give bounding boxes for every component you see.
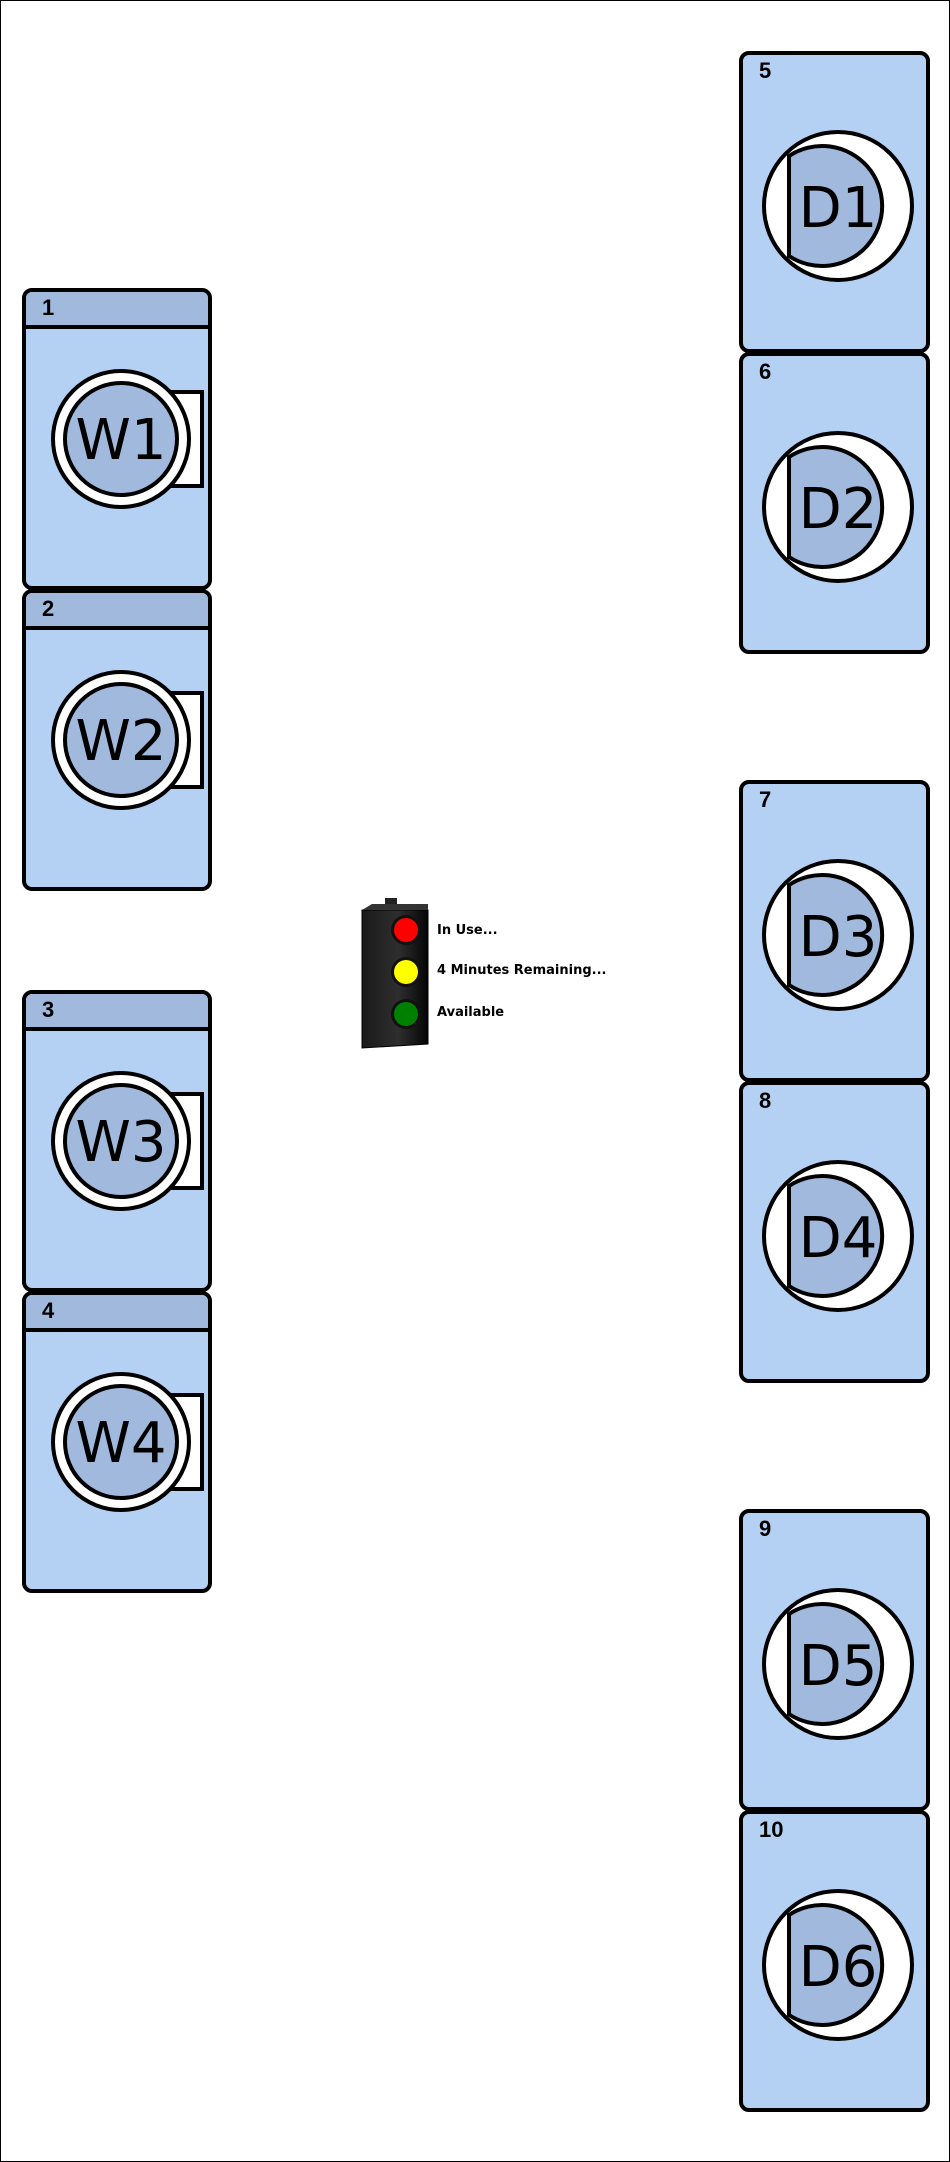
status-legend: In Use... 4 Minutes Remaining... Availab… (350, 896, 630, 1056)
washer-door-icon: W1 (51, 369, 204, 509)
legend-minutes-remaining: 4 Minutes Remaining... (437, 963, 607, 978)
machine-number: 9 (759, 1516, 772, 1541)
dryer-door-icon: D6 (762, 1889, 914, 2041)
dryer-door-icon: D2 (762, 431, 914, 583)
washer-lid (26, 593, 208, 630)
dryer-2[interactable]: 6 D2 (739, 352, 930, 654)
washer-door-icon: W4 (51, 1372, 204, 1512)
dryer-door-icon: D1 (762, 130, 914, 282)
machine-label: W2 (76, 709, 167, 774)
machine-number: 2 (42, 596, 55, 621)
machine-number: 7 (759, 787, 772, 812)
washer-lid (26, 292, 208, 329)
washer-lid (26, 1295, 208, 1332)
machine-label: W4 (76, 1411, 167, 1476)
machine-label: D5 (799, 1634, 878, 1699)
green-light-icon (394, 1002, 418, 1026)
dryer-1[interactable]: 5 D1 (739, 51, 930, 353)
machine-number: 3 (42, 997, 55, 1022)
machine-label: D2 (799, 477, 878, 542)
machine-number: 4 (42, 1298, 55, 1323)
machine-number: 10 (759, 1817, 784, 1842)
legend-in-use: In Use... (437, 923, 498, 938)
dryer-door-icon: D5 (762, 1588, 914, 1740)
dryer-5[interactable]: 9 D5 (739, 1509, 930, 1811)
machine-number: 1 (42, 295, 55, 320)
machine-label: D1 (799, 176, 878, 241)
washer-lid (26, 994, 208, 1031)
machine-label: D3 (799, 905, 878, 970)
washer-3[interactable]: 3 W3 (22, 990, 212, 1292)
washer-door-icon: W3 (51, 1071, 204, 1211)
dryer-3[interactable]: 7 D3 (739, 780, 930, 1082)
washer-1[interactable]: 1 W1 (22, 288, 212, 590)
machine-label: W1 (76, 408, 167, 473)
legend-available: Available (437, 1005, 505, 1020)
dryer-door-icon: D3 (762, 859, 914, 1011)
yellow-light-icon (394, 960, 418, 984)
machine-number: 6 (759, 359, 772, 384)
dryer-door-icon: D4 (762, 1160, 914, 1312)
washer-door-icon: W2 (51, 670, 204, 810)
machine-label: W3 (76, 1110, 167, 1175)
red-light-icon (394, 918, 418, 942)
dryer-4[interactable]: 8 D4 (739, 1081, 930, 1383)
machine-label: D4 (799, 1206, 878, 1271)
washer-4[interactable]: 4 W4 (22, 1291, 212, 1593)
machine-label: D6 (799, 1935, 878, 2000)
washer-2[interactable]: 2 W2 (22, 589, 212, 891)
dryer-6[interactable]: 10 D6 (739, 1810, 930, 2112)
traffic-light-icon (361, 898, 429, 1049)
machine-number: 8 (759, 1088, 772, 1113)
machine-number: 5 (759, 58, 772, 83)
